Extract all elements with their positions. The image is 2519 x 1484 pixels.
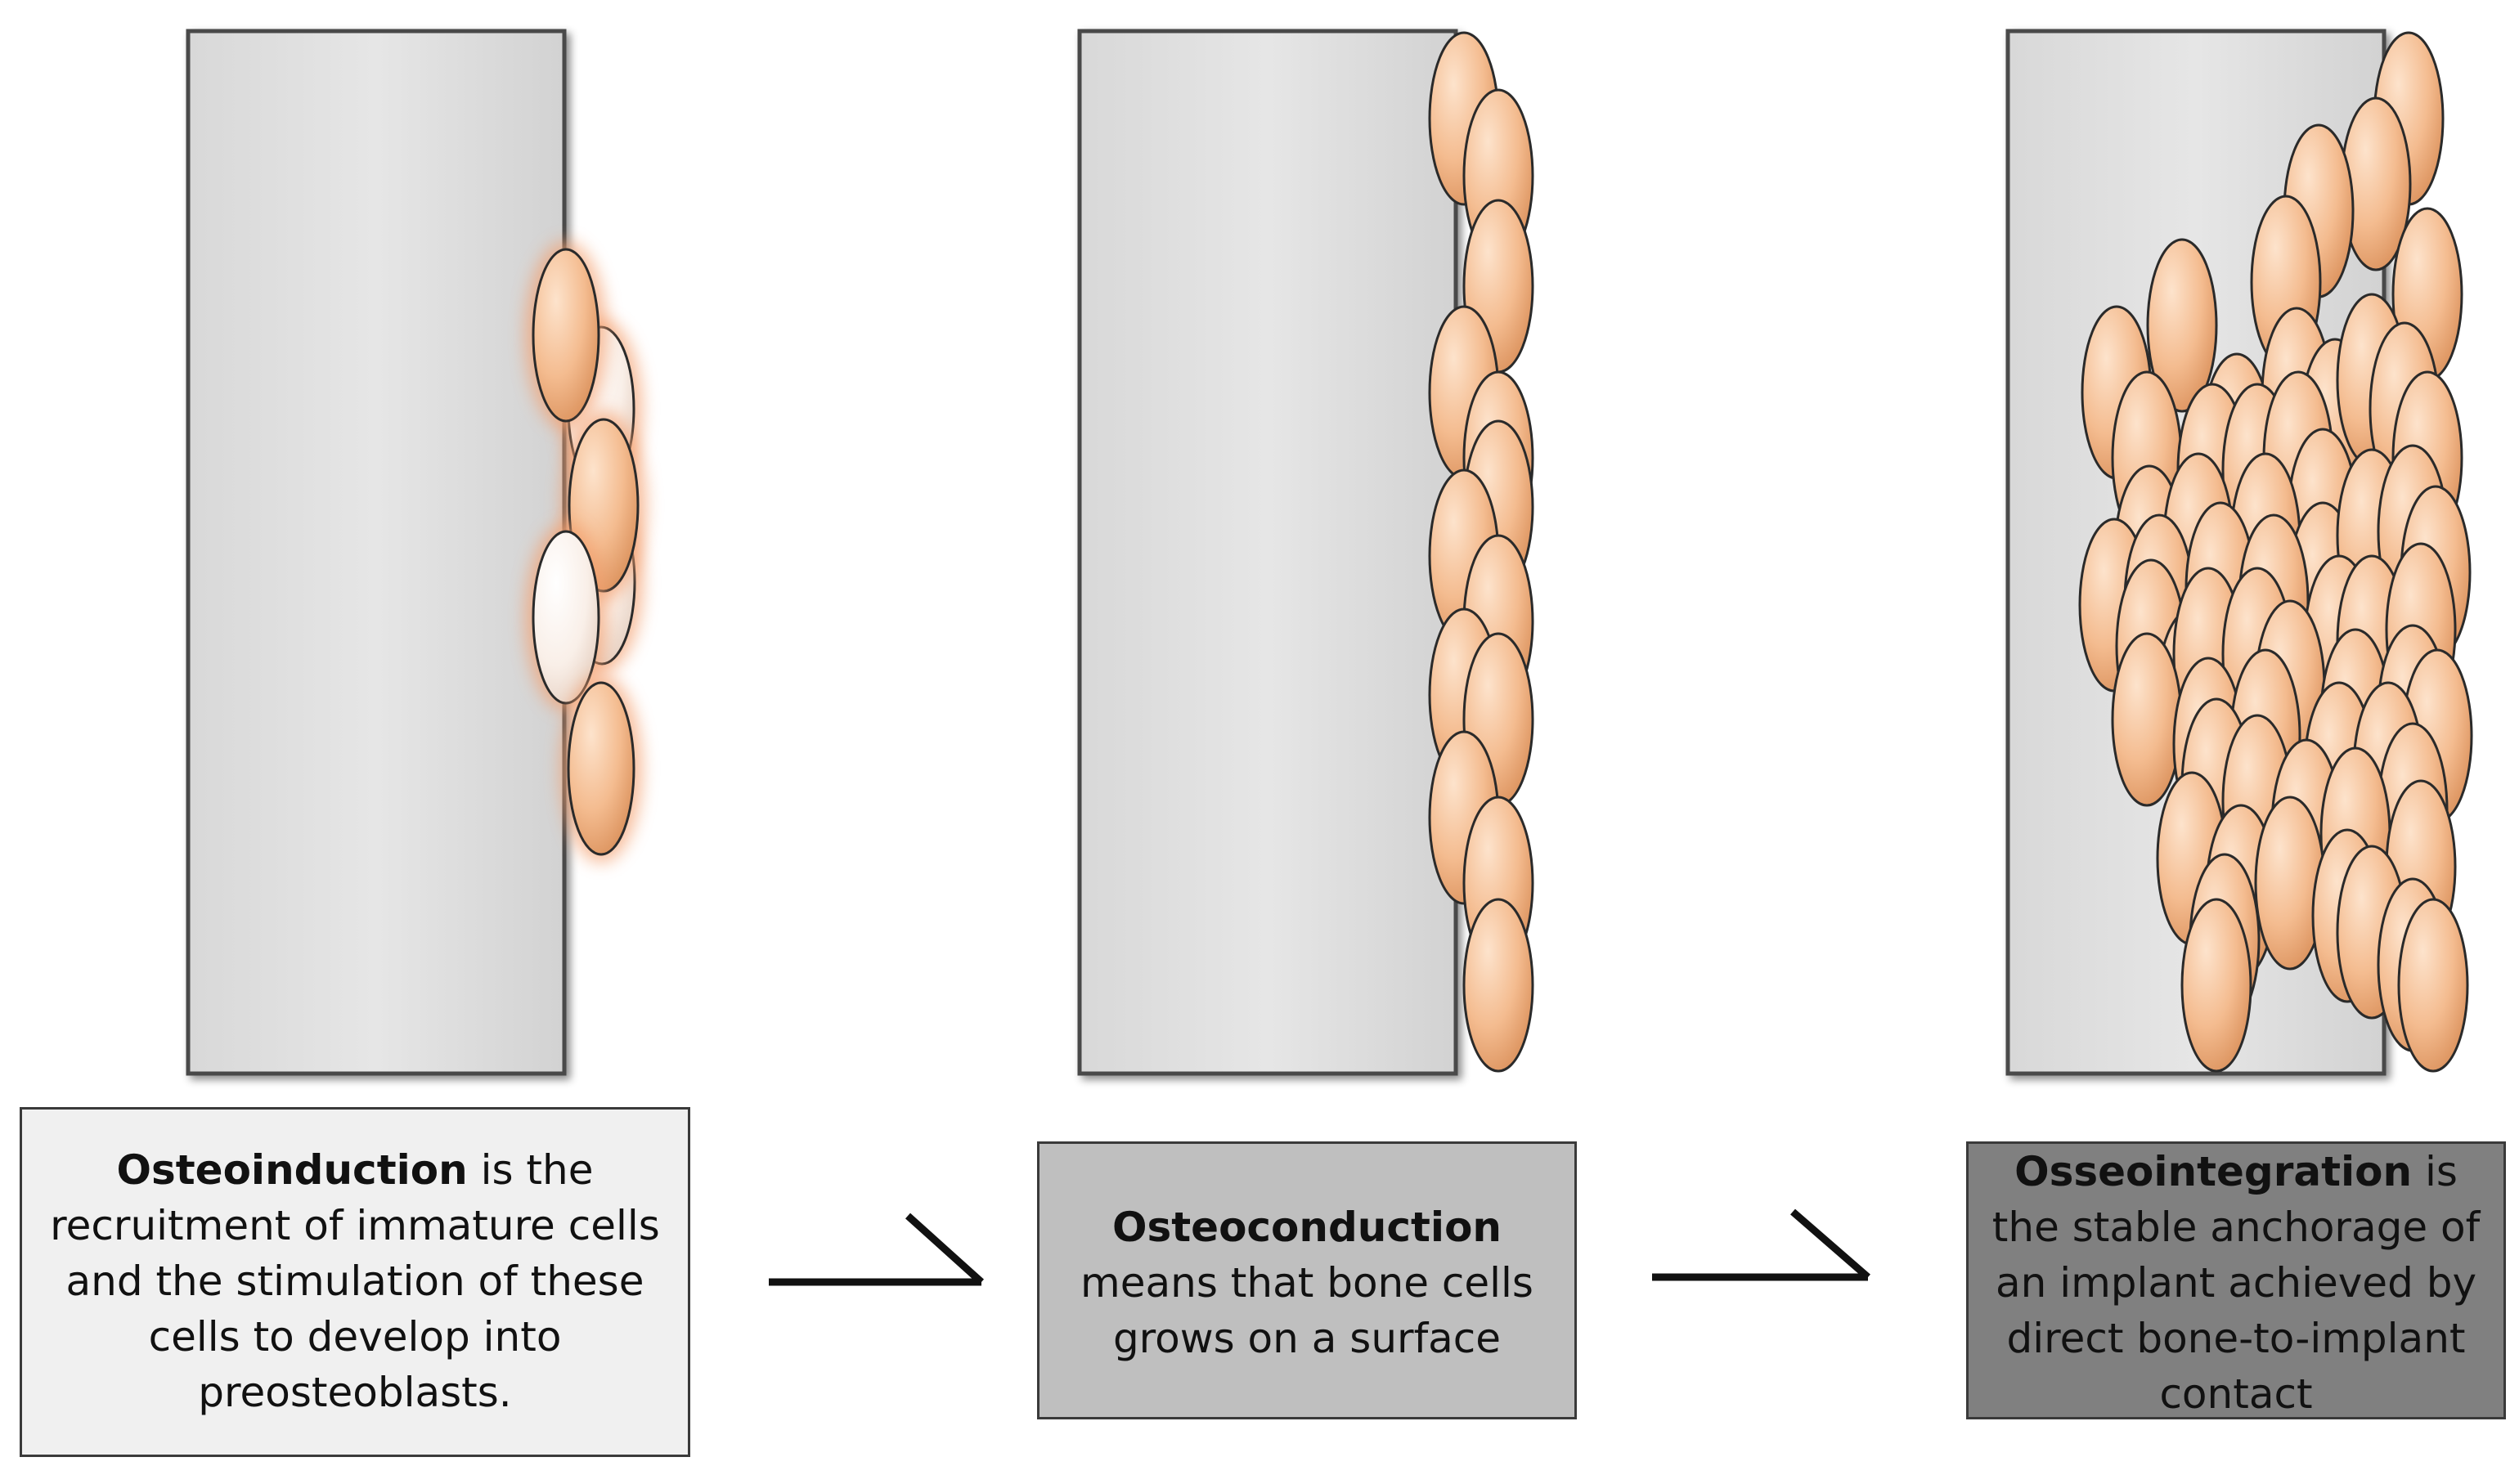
osseointegration-caption: Osseointegration is the stable anchorage… xyxy=(1966,1141,2506,1419)
caption-line: is the xyxy=(468,1146,594,1194)
bone-cell xyxy=(1464,899,1533,1071)
caption-line: preosteoblasts. xyxy=(22,1365,688,1420)
caption-line: the stable anchorage of xyxy=(1969,1199,2503,1255)
bone-cell xyxy=(533,249,599,421)
osteoconduction-caption: Osteoconduction means that bone cells gr… xyxy=(1037,1141,1577,1419)
arrow-1 xyxy=(769,1216,981,1282)
caption-line: recruitment of immature cells xyxy=(22,1198,688,1253)
caption-line: means that bone cells xyxy=(1039,1255,1574,1311)
bone-cell xyxy=(2113,634,2181,805)
caption-line: direct bone-to-implant xyxy=(1969,1311,2503,1366)
osteoinduction-caption: Osteoinduction is the recruitment of imm… xyxy=(20,1107,690,1457)
osseointegration-term: Osseointegration xyxy=(2014,1148,2412,1195)
caption-line: and the stimulation of these xyxy=(22,1253,688,1309)
arrow-2 xyxy=(1652,1212,1868,1277)
caption-line: is xyxy=(2412,1148,2458,1195)
caption-line: grows on a surface xyxy=(1039,1311,1574,1366)
bone-cell xyxy=(2399,899,2467,1071)
bone-cell xyxy=(568,683,634,854)
osteoinduction-term: Osteoinduction xyxy=(117,1146,468,1194)
immature-cell xyxy=(533,531,599,703)
caption-line: contact xyxy=(1969,1366,2503,1422)
caption-line: an implant achieved by xyxy=(1969,1255,2503,1311)
osteoconduction-term: Osteoconduction xyxy=(1112,1204,1502,1251)
implant-1 xyxy=(188,31,564,1074)
bone-cell xyxy=(2182,899,2251,1071)
implant-2 xyxy=(1080,31,1456,1074)
caption-line: cells to develop into xyxy=(22,1309,688,1365)
